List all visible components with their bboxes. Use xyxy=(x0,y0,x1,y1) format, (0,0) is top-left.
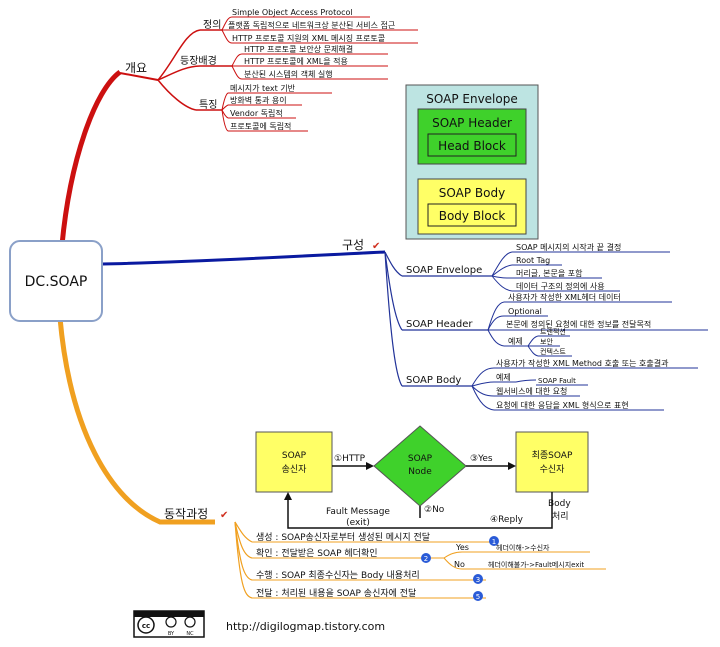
center-node[interactable] xyxy=(9,240,103,322)
definition-label[interactable]: 정의 xyxy=(203,19,221,31)
header-item: 본문에 정의된 요청에 대한 정보를 전달목적 xyxy=(506,319,651,329)
by-label: BY xyxy=(168,631,175,637)
composition-branch xyxy=(101,250,386,266)
head-block-label: Head Block xyxy=(438,139,506,153)
envelope-item: 데이터 구조의 정의에 사용 xyxy=(516,281,605,291)
flow-diagram: SOAP 송신자 SOAP Node 최종SOAP 수신자 ①HTTP ③Yes… xyxy=(255,425,589,529)
body-item: 웹서비스에 대한 요청 xyxy=(496,387,567,396)
nc-icon xyxy=(184,616,196,628)
body-block-label: Body Block xyxy=(439,209,506,223)
body-process-line1: Body xyxy=(548,499,571,509)
step4-label: ④Reply xyxy=(490,515,524,525)
envelope-item: Root Tag xyxy=(516,256,550,265)
process-step: 전달 : 처리된 내용을 SOAP 송신자에 전달 xyxy=(256,587,416,599)
step-badge-num: 3 xyxy=(476,576,480,584)
svg-text:cc: cc xyxy=(142,622,150,630)
composition-label[interactable]: 구성 xyxy=(342,238,364,252)
body-example-note: SOAP Fault xyxy=(538,377,576,385)
header-example-item: 보안 xyxy=(540,337,553,346)
overview-branch xyxy=(59,69,122,246)
definition-item: Simple Object Access Protocol xyxy=(232,8,353,17)
step-badge-num: 5 xyxy=(476,593,480,601)
body-item: 예제 xyxy=(496,372,511,382)
node-line1: SOAP xyxy=(408,454,433,464)
process-check-icon: ✔ xyxy=(220,510,228,521)
process-yes-label: Yes xyxy=(455,543,469,552)
step3-label: ③Yes xyxy=(470,454,493,464)
overview-label[interactable]: 개요 xyxy=(125,61,147,75)
definition-item: 플랫폼 독립적으로 네트워크상 분산된 서비스 접근 xyxy=(228,20,395,30)
process-no-label: No xyxy=(454,560,465,569)
definition-item: HTTP 프로토콜 지원의 XML 메시징 프로토콜 xyxy=(232,33,385,43)
overview-underline xyxy=(119,72,159,81)
node-diamond xyxy=(373,425,467,507)
cc-icon xyxy=(137,616,155,634)
envelope-item: SOAP 메시지의 시작과 끝 결정 xyxy=(516,242,621,252)
overview-subtree xyxy=(157,16,418,132)
step1-label: ①HTTP xyxy=(334,454,366,464)
background-item: HTTP 프로토콜에 XML을 적용 xyxy=(244,56,348,66)
features-label[interactable]: 특징 xyxy=(199,99,217,111)
process-subtree xyxy=(234,521,606,599)
process-branch xyxy=(57,317,215,525)
reply-line xyxy=(287,492,553,529)
features-item: 프로토콜에 독립적 xyxy=(230,121,291,131)
process-step: 확인 : 전달받은 SOAP 헤더확인 xyxy=(256,547,378,559)
step-badge xyxy=(473,574,483,584)
receiver-line1: 최종SOAP xyxy=(532,450,573,461)
receiver-line2: 수신자 xyxy=(540,464,566,475)
header-node[interactable]: SOAP Header xyxy=(406,319,473,330)
body-process-line2: 처리 xyxy=(552,510,569,522)
features-item: 메시지가 text 기반 xyxy=(230,84,296,93)
cc-license-badge[interactable]: cc BY NC xyxy=(133,610,205,638)
body-block-box xyxy=(427,203,517,227)
header-example-item: 컨텍스트 xyxy=(540,347,566,356)
node-line2: Node xyxy=(408,467,432,477)
composition-check-icon: ✔ xyxy=(372,241,380,252)
soap-structure-diagram: SOAP Envelope SOAP Header Head Block SOA… xyxy=(405,84,539,240)
background-item: 분산된 시스템의 객체 실행 xyxy=(244,69,333,79)
composition-subtree xyxy=(384,251,708,411)
envelope-item: 머리글, 본문을 포함 xyxy=(516,269,583,278)
sender-box xyxy=(255,431,333,493)
process-step: 수행 : SOAP 최종수신자는 Body 내용처리 xyxy=(256,569,420,581)
step-badge-num: 1 xyxy=(492,538,496,546)
step2-label: ②No xyxy=(424,505,445,515)
header-example-item: 트랜잭션 xyxy=(540,327,566,336)
envelope-title: SOAP Envelope xyxy=(426,92,517,106)
fault-line2: (exit) xyxy=(346,518,370,528)
sender-line2: 송신자 xyxy=(282,464,308,475)
process-label[interactable]: 동작과정 xyxy=(164,507,208,521)
header-item: 사용자가 작성한 XML헤더 데이터 xyxy=(508,292,621,302)
step-badge xyxy=(473,591,483,601)
features-item: 방화벽 통과 용이 xyxy=(230,95,287,105)
nc-label: NC xyxy=(186,631,194,637)
header-example-label: 예제 xyxy=(508,336,523,346)
background-label[interactable]: 등장배경 xyxy=(180,54,217,67)
fault-line1: Fault Message xyxy=(326,507,390,517)
features-item: Vendor 독립적 xyxy=(230,108,283,118)
step-badge xyxy=(421,553,431,563)
by-icon xyxy=(165,616,177,628)
process-no-result: 헤더이해불가->Fault메시지exit xyxy=(488,560,584,569)
header-title: SOAP Header xyxy=(432,116,512,130)
body-item: 요청에 대한 응답을 XML 형식으로 표현 xyxy=(496,400,629,410)
header-item: Optional xyxy=(508,307,542,316)
body-item: 사용자가 작성한 XML Method 호출 또는 호출결과 xyxy=(496,358,669,368)
head-block-box xyxy=(427,133,517,157)
body-node[interactable]: SOAP Body xyxy=(406,375,461,386)
footer-url[interactable]: http://digilogmap.tistory.com xyxy=(226,620,385,633)
envelope-node[interactable]: SOAP Envelope xyxy=(406,265,482,276)
step-badge xyxy=(489,536,499,546)
process-step: 생성 : SOAP송신자로부터 생성된 메시지 전달 xyxy=(256,531,430,543)
process-yes-result: 헤더이해->수신자 xyxy=(496,543,550,552)
receiver-box xyxy=(515,431,589,493)
center-label: DC.SOAP xyxy=(25,274,88,290)
step-badge-num: 2 xyxy=(424,555,428,563)
background-item: HTTP 프로토콜 보안상 문제해결 xyxy=(244,44,353,54)
sender-line1: SOAP xyxy=(282,451,307,461)
body-title: SOAP Body xyxy=(439,186,505,200)
